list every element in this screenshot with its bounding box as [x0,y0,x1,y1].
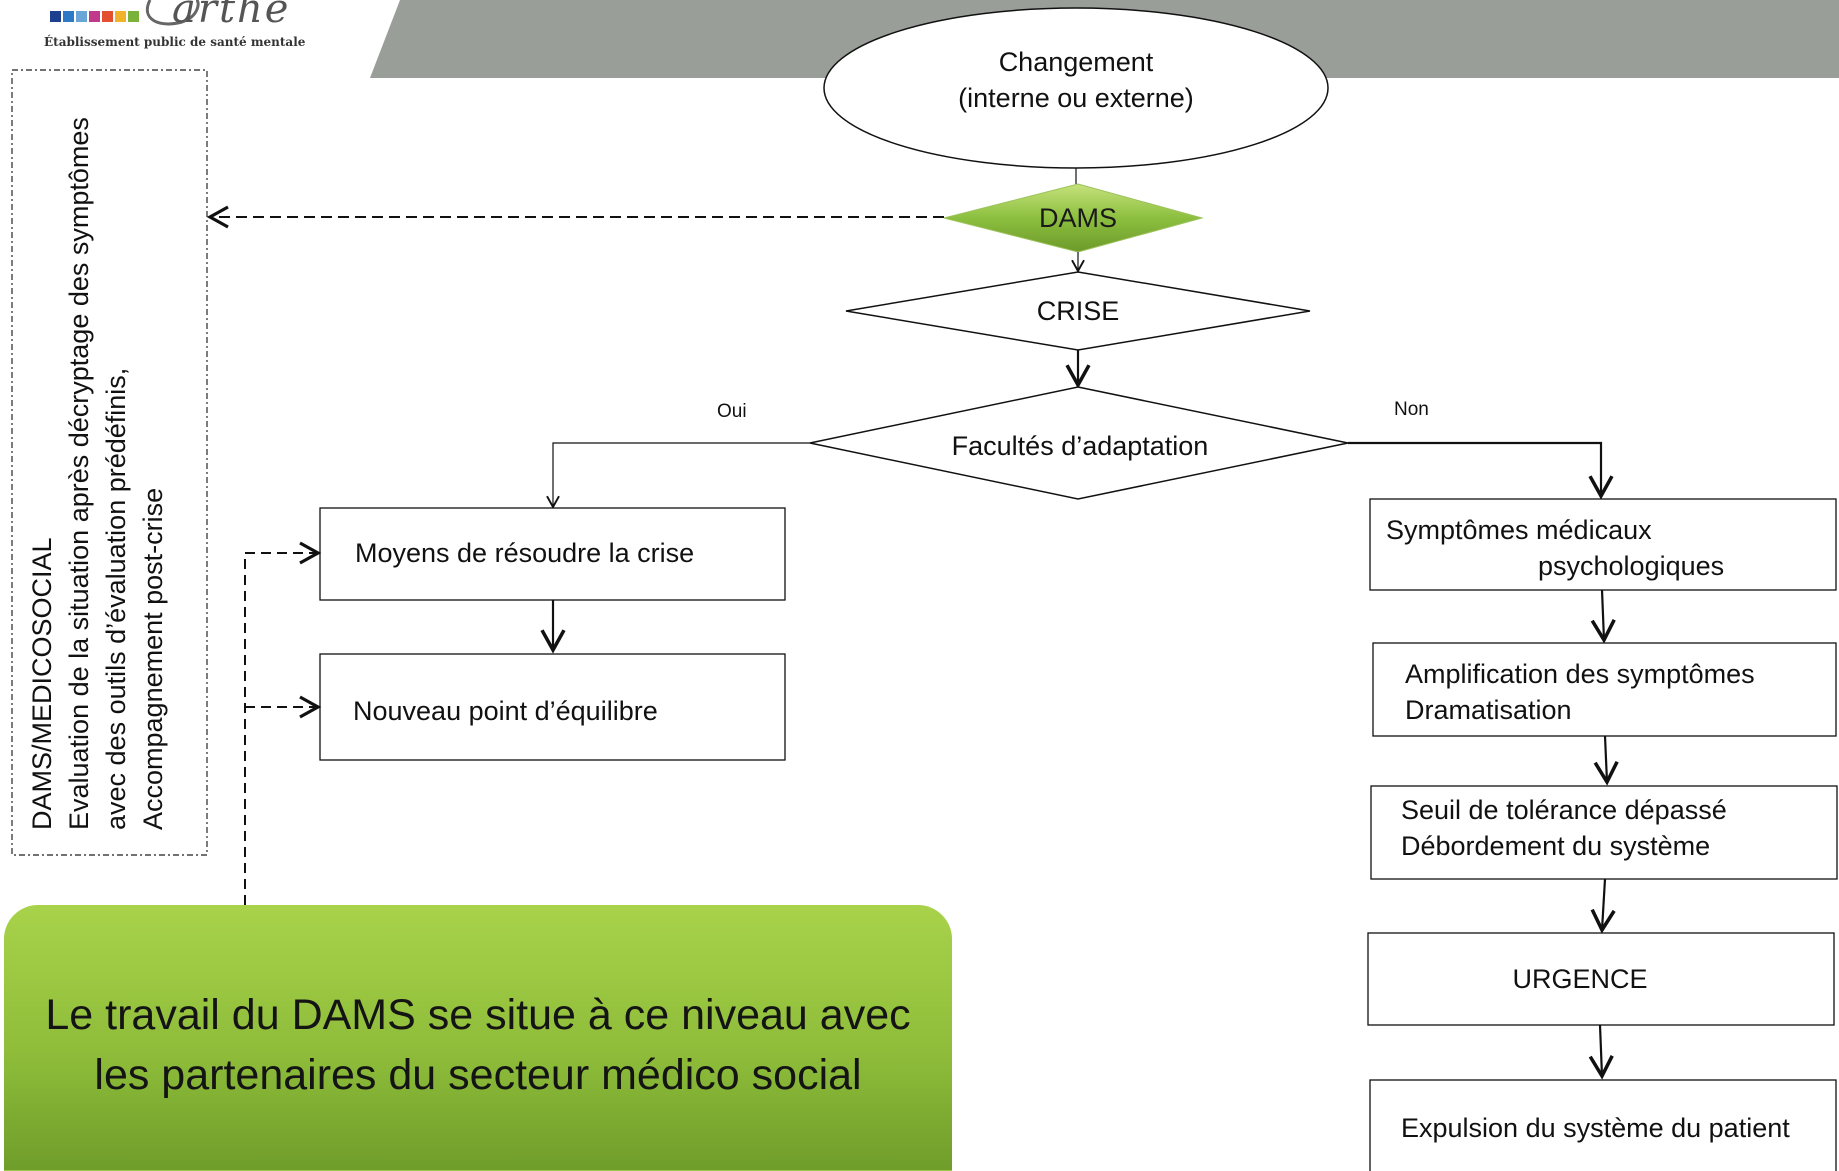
connector-oui [546,442,810,509]
callout-text: Le travail du DAMS se situe à ce niveau … [4,985,952,1105]
connector-amplification-seuil [1593,735,1619,786]
dashed-arrow-callout-moyens [244,541,322,905]
amplification-line-1: Amplification des symptômes [1405,659,1755,689]
side-panel-text: DAMS/MEDICOSOCIAL Evaluation de la situa… [24,70,224,830]
expulsion-label: Expulsion du système du patient [1401,1113,1790,1143]
connector-seuil-urgence [1590,878,1616,934]
symptomes-line-1: Symptômes médicaux [1386,515,1652,545]
logo-bars [50,0,200,26]
oui-label: Oui [717,401,747,422]
facultes-label: Facultés d’adaptation [951,431,1209,461]
box-expulsion [1369,1079,1837,1171]
callout-line-2: les partenaires du secteur médico social [94,1051,862,1099]
amplification-line-2: Dramatisation [1405,695,1572,725]
urgence-label: URGENCE [1512,964,1648,994]
logo-tagline: Établissement public de santé mentale [44,35,306,49]
start-line-2: (interne ou externe) [958,83,1194,113]
side-panel-line-1: DAMS/MEDICOSOCIAL [27,537,57,830]
side-panel-line-2: Evaluation de la situation après décrypt… [64,117,94,830]
crise-label: CRISE [1036,296,1120,326]
seuil-label: Seuil de tolérance dépassé Débordement d… [1401,792,1727,864]
callout-line-1: Le travail du DAMS se situe à ce niveau … [45,991,911,1039]
box-seuil [1370,785,1838,880]
connector-symptomes-amplification [1590,589,1616,644]
facultes-diamond [809,386,1349,500]
connector-non [1348,441,1614,500]
moyens-label: Moyens de résoudre la crise [355,538,695,568]
box-symptomes [1369,498,1837,591]
symptomes-line-2: psychologiques [1538,551,1725,581]
symptomes-label: Symptômes médicaux psychologiques [1386,512,1724,584]
amplification-label: Amplification des symptômes Dramatisatio… [1405,656,1755,728]
dams-label: DAMS [1038,203,1117,233]
start-label: Changement (interne ou externe) [876,44,1276,116]
seuil-line-2: Débordement du système [1401,831,1711,861]
logo-word: arthe [172,0,291,32]
seuil-line-1: Seuil de tolérance dépassé [1401,795,1727,825]
callout-box: Le travail du DAMS se situe à ce niveau … [4,905,952,1171]
side-panel-line-4: Accompagnement post-crise [138,487,168,830]
equilibre-label: Nouveau point d’équilibre [353,696,658,726]
non-label: Non [1394,399,1429,420]
box-amplification [1372,642,1837,737]
box-urgence [1367,932,1835,1026]
start-line-1: Changement [998,47,1154,77]
connector-urgence-expulsion [1588,1024,1614,1080]
side-panel-line-3: avec des outils d’évaluation prédéfinis, [101,367,131,830]
